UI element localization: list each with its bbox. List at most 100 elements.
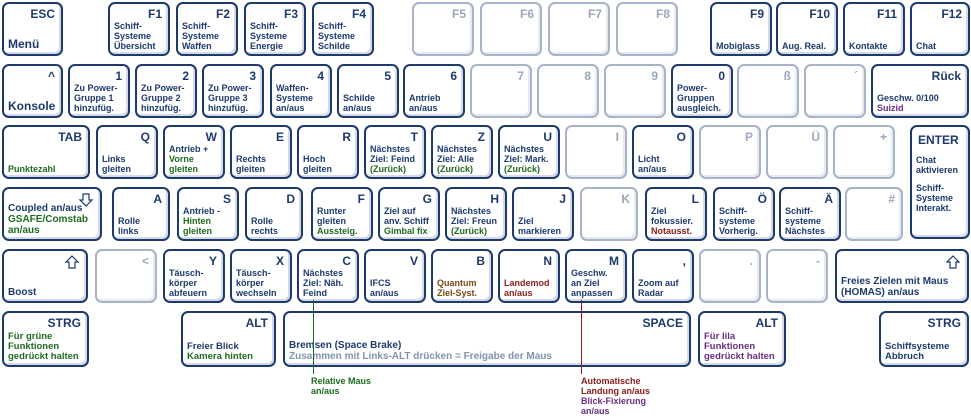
key-desc-line: Radar	[638, 288, 664, 298]
key-desc-line: Antrieb -	[183, 206, 220, 216]
key-desc-line: Schiffsysteme	[885, 341, 950, 352]
key-f7[interactable]: F7	[548, 2, 610, 56]
key-k[interactable]: K	[580, 187, 638, 241]
key-sz[interactable]: ß	[737, 64, 799, 118]
key-acute[interactable]: ´	[804, 64, 866, 118]
key-ue[interactable]: Ü	[766, 125, 828, 179]
key-caret[interactable]: ^Konsole	[2, 64, 63, 118]
key-label: ß	[783, 69, 791, 83]
key-plus[interactable]: +	[833, 125, 895, 179]
key-description: Chat	[916, 41, 936, 51]
key-n7[interactable]: 7	[470, 64, 532, 118]
key-desc-line: Landemod	[504, 278, 550, 288]
key-f6[interactable]: F6	[480, 2, 542, 56]
key-f8[interactable]: F8	[616, 2, 678, 56]
key-dot[interactable]: .	[699, 249, 761, 303]
key-rshift[interactable]: Freies Zielen mit Maus(HOMAS) an/aus	[835, 249, 969, 303]
key-desc-line: Gruppe 2	[141, 93, 181, 103]
key-desc-line: gleiten	[102, 164, 132, 174]
key-label: F9	[749, 7, 764, 21]
key-desc-line: Nächstes	[504, 144, 545, 154]
key-desc-line: Schilde	[343, 93, 376, 103]
key-lshift[interactable]: Boost	[2, 249, 88, 303]
key-label: Ä	[824, 192, 833, 206]
key-desc-line: Links	[102, 154, 126, 164]
key-label: S	[222, 192, 231, 206]
key-i[interactable]: I	[565, 125, 627, 179]
key-desc-line: ausgleich.	[677, 103, 722, 113]
key-desc-line: Täusch-	[236, 268, 271, 278]
key-n9[interactable]: 9	[604, 64, 666, 118]
key-hash[interactable]: #	[845, 187, 903, 241]
key-minus[interactable]: -	[766, 249, 828, 303]
key-desc-line: Ziel: Näh.	[303, 278, 344, 288]
key-lt[interactable]: <	[95, 249, 157, 303]
key-label: TAB	[58, 130, 82, 144]
key-desc-line: Rechts	[236, 154, 267, 164]
key-f5[interactable]: F5	[412, 2, 474, 56]
key-desc-line: hinzufüg.	[141, 103, 181, 113]
key-label: F10	[809, 7, 830, 21]
key-n8[interactable]: 8	[537, 64, 599, 118]
key-desc-line: Coupled an/aus	[8, 203, 83, 214]
key-p[interactable]: P	[699, 125, 761, 179]
key-desc-line: Quantum	[437, 278, 477, 288]
